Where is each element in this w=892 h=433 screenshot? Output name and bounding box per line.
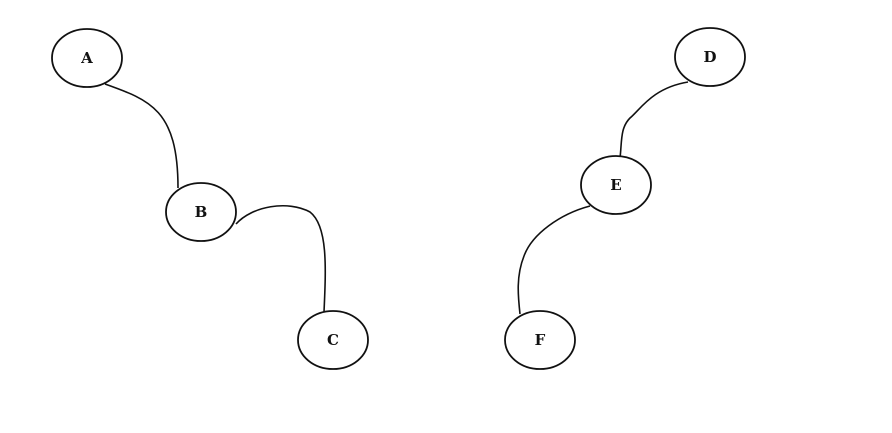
node-d: D	[674, 27, 746, 87]
edge-d-e	[619, 81, 689, 159]
node-f: F	[504, 310, 576, 370]
node-c: C	[297, 310, 369, 370]
node-d-label: D	[703, 48, 716, 66]
node-b-ellipse	[165, 182, 237, 242]
node-b: B	[165, 182, 237, 242]
node-f-label: F	[535, 331, 546, 349]
node-d-ellipse	[674, 27, 746, 87]
edge-e-f	[517, 205, 591, 315]
node-a-ellipse	[51, 28, 123, 88]
node-e: E	[580, 155, 652, 215]
node-c-ellipse	[297, 310, 369, 370]
node-e-label: E	[610, 176, 621, 194]
edge-a-b	[104, 83, 179, 189]
node-a-label: A	[80, 49, 93, 67]
edge-b-c	[235, 205, 327, 313]
node-e-ellipse	[580, 155, 652, 215]
node-f-ellipse	[504, 310, 576, 370]
node-a: A	[51, 28, 123, 88]
node-c-label: C	[327, 331, 339, 349]
node-b-label: B	[195, 203, 208, 221]
